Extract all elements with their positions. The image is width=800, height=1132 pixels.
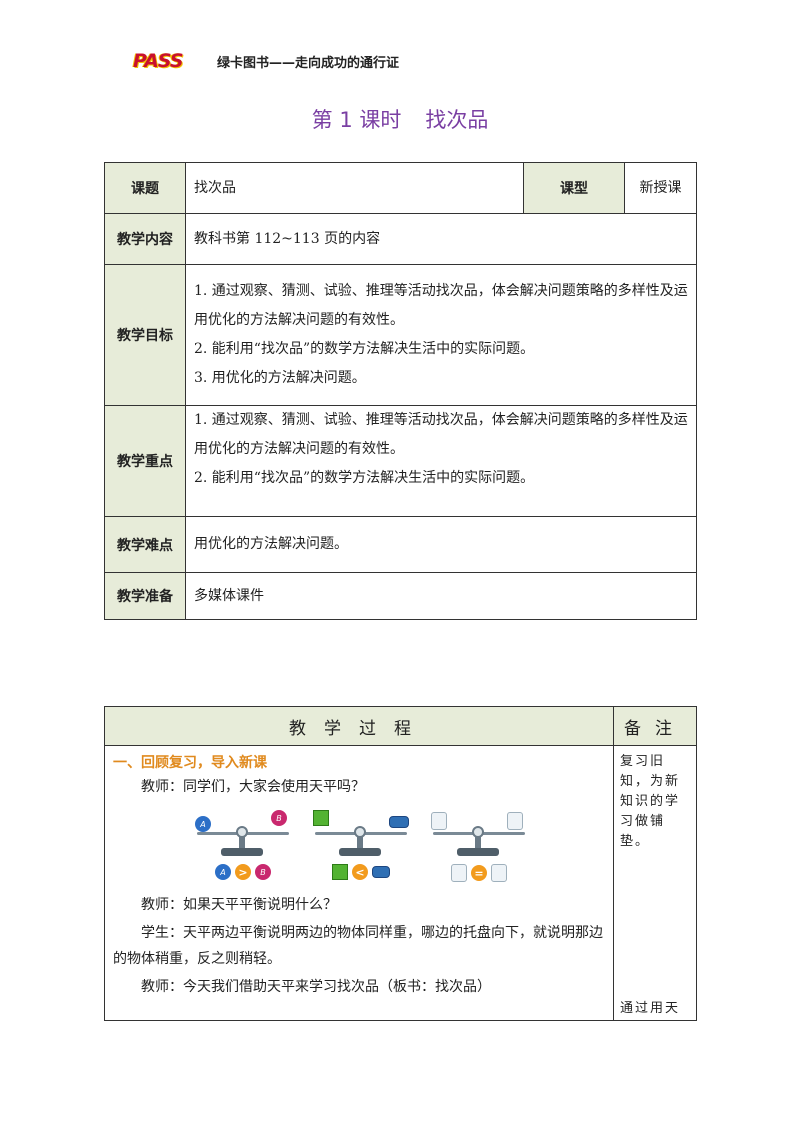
label-type: 课型 <box>523 162 625 214</box>
table-row: 教学内容 教科书第 112~113 页的内容 <box>104 213 697 265</box>
process-body: 一、回顾复习，导入新课 教师：同学们，大家会使用天平吗？ A B A > B <box>104 745 614 1021</box>
logo-text: PASS <box>133 50 184 72</box>
ball-b-icon: B <box>255 864 271 880</box>
note-header: 备注 <box>613 706 697 746</box>
value-difficulty: 用优化的方法解决问题。 <box>185 516 697 573</box>
dialog-line: 教师：如果天平平衡说明什么？ <box>141 897 337 913</box>
dialog-line: 教师：今天我们借助天平来学习找次品（板书：找次品） <box>141 979 491 995</box>
table-row: 课题 找次品 课型 新授课 <box>104 162 697 214</box>
lesson-info-table: 课题 找次品 课型 新授课 教学内容 教科书第 112~113 页的内容 教学目… <box>104 162 697 620</box>
value-key-points: 1. 通过观察、猜测、试验、推理等活动找次品，体会解决问题策略的多样性及运用优化… <box>185 405 697 517</box>
label-key-points: 教学重点 <box>104 405 186 517</box>
cylinder-icon <box>372 866 390 878</box>
note-column: 复习旧知，为新知识的学习做铺垫。 通过用天 <box>613 745 697 1021</box>
process-header: 教学过程 <box>104 706 614 746</box>
pass-logo: PASS <box>133 50 203 72</box>
label-goals: 教学目标 <box>104 264 186 406</box>
cube-icon <box>313 810 329 826</box>
header-slogan: 绿卡图书——走向成功的通行证 <box>217 55 400 71</box>
label-topic: 课题 <box>104 162 186 214</box>
note-text: 复习旧知，为新知识的学习做铺垫。 <box>620 754 681 849</box>
value-goals: 1. 通过观察、猜测、试验、推理等活动找次品，体会解决问题策略的多样性及运用优化… <box>185 264 697 406</box>
goal-item: 1. 通过观察、猜测、试验、推理等活动找次品，体会解决问题策略的多样性及运用优化… <box>194 283 688 328</box>
jar-icon <box>507 812 523 830</box>
balance-scale-ab: A B A > B <box>191 810 295 886</box>
balance-scale-jars: = <box>427 810 531 886</box>
goal-item: 3. 用优化的方法解决问题。 <box>194 370 366 386</box>
greater-than-icon: > <box>235 864 251 880</box>
cube-icon <box>332 864 348 880</box>
ball-a-icon: A <box>195 816 211 832</box>
balance-scale-cube-cylinder: < <box>309 810 413 886</box>
comparison: = <box>427 864 531 882</box>
comparison: A > B <box>191 864 295 880</box>
lesson-number: 第 1 课时 <box>311 108 402 132</box>
dialog-line: 学生：天平两边平衡说明两边的物体同样重，哪边的托盘向下，就说明那边的物体稍重，反… <box>113 925 603 967</box>
balance-illustration: A B A > B < <box>191 810 605 886</box>
page-title: 第 1 课时找次品 <box>0 104 800 134</box>
value-content: 教科书第 112~113 页的内容 <box>185 213 697 265</box>
table-row: 教学准备 多媒体课件 <box>104 572 697 620</box>
comparison: < <box>309 864 413 880</box>
value-preparation: 多媒体课件 <box>185 572 697 620</box>
jar-icon <box>431 812 447 830</box>
less-than-icon: < <box>352 864 368 880</box>
page-header: PASS 绿卡图书——走向成功的通行证 <box>133 50 399 72</box>
key-point-item: 1. 通过观察、猜测、试验、推理等活动找次品，体会解决问题策略的多样性及运用优化… <box>194 412 688 457</box>
table-row: 教学难点 用优化的方法解决问题。 <box>104 516 697 573</box>
value-topic: 找次品 <box>185 162 524 214</box>
ball-b-icon: B <box>271 810 287 826</box>
table-row: 一、回顾复习，导入新课 教师：同学们，大家会使用天平吗？ A B A > B <box>104 745 697 1021</box>
label-preparation: 教学准备 <box>104 572 186 620</box>
jar-icon <box>491 864 507 882</box>
value-type: 新授课 <box>624 162 697 214</box>
section-title: 一、回顾复习，导入新课 <box>113 755 267 771</box>
ball-a-icon: A <box>215 864 231 880</box>
label-content: 教学内容 <box>104 213 186 265</box>
table-row: 教学过程 备注 <box>104 706 697 746</box>
label-difficulty: 教学难点 <box>104 516 186 573</box>
cylinder-icon <box>389 816 409 828</box>
dialog-line: 教师：同学们，大家会使用天平吗？ <box>141 779 365 795</box>
key-point-item: 2. 能利用“找次品”的数学方法解决生活中的实际问题。 <box>194 470 535 486</box>
jar-icon <box>451 864 467 882</box>
table-row: 教学重点 1. 通过观察、猜测、试验、推理等活动找次品，体会解决问题策略的多样性… <box>104 405 697 517</box>
lesson-topic: 找次品 <box>425 108 489 132</box>
teaching-process-table: 教学过程 备注 一、回顾复习，导入新课 教师：同学们，大家会使用天平吗？ A B… <box>104 706 697 1021</box>
note-text: 通过用天 <box>620 1001 681 1016</box>
goal-item: 2. 能利用“找次品”的数学方法解决生活中的实际问题。 <box>194 341 535 357</box>
table-row: 教学目标 1. 通过观察、猜测、试验、推理等活动找次品，体会解决问题策略的多样性… <box>104 264 697 406</box>
equals-icon: = <box>471 865 487 881</box>
